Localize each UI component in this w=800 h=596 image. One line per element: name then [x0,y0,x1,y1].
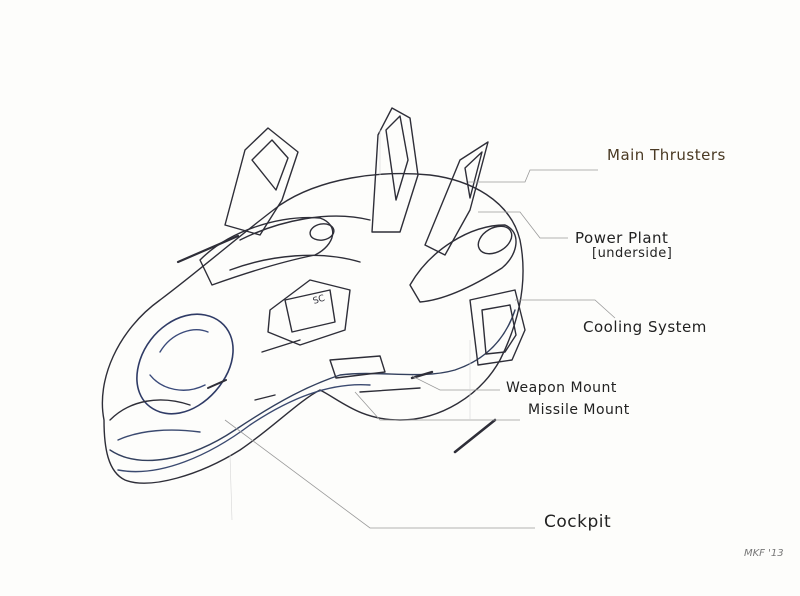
label-weapon-mount: Weapon Mount [506,380,617,396]
hull-lower-rim [109,309,516,462]
artist-signature: MKF '13 [744,548,784,559]
left-tail-fin [224,127,299,236]
left-antenna [176,234,240,264]
center-tail-fin [371,107,419,233]
leader-main-thrusters [468,169,598,183]
spine-block [267,279,351,346]
leader-cooling-system [515,299,616,319]
label-power-plant-note: [underside] [592,246,673,261]
right-wing-panel [469,289,526,366]
hull-marking: SC [312,294,327,307]
leader-missile-mount [354,391,520,421]
leader-cockpit [224,419,535,529]
right-tail-fin [424,141,489,256]
hull-outline [101,172,524,484]
cockpit-canopy [136,313,234,415]
label-cockpit: Cockpit [544,512,612,532]
leader-weapon-mount [411,375,500,391]
missile-spike [453,418,497,454]
label-main-thrusters: Main Thrusters [607,146,726,164]
right-nacelle [409,224,517,303]
label-power-plant: Power Plant [575,229,669,247]
leader-power-plant [478,211,568,239]
label-cooling-system: Cooling System [583,318,707,336]
label-missile-mount: Missile Mount [528,402,630,418]
